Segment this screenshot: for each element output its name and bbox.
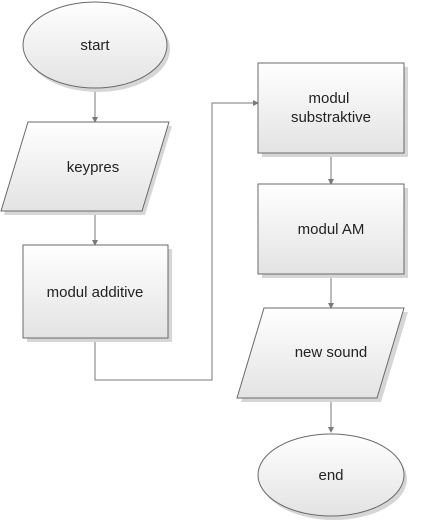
node-new-sound-label: new sound	[295, 344, 368, 361]
connectors	[92, 88, 334, 433]
edge-modul-additive-to-modul-substraktive	[94, 100, 259, 381]
node-modul-am-label: modul AM	[298, 221, 365, 238]
node-modul-substraktive-label: modul substraktive	[291, 90, 371, 126]
node-start: start	[22, 1, 170, 92]
node-keypres: keypres	[0, 121, 172, 215]
node-start-label: start	[80, 37, 110, 54]
node-modul-am: modul AM	[257, 183, 408, 278]
node-modul-additive: modul additive	[22, 244, 172, 342]
node-modul-additive-label: modul additive	[47, 284, 144, 301]
node-modul-substraktive: modul substraktive	[257, 62, 408, 157]
node-end-label: end	[318, 467, 343, 484]
node-end: end	[257, 433, 407, 520]
node-new-sound: new sound	[236, 307, 408, 402]
node-keypres-label: keypres	[67, 159, 120, 176]
